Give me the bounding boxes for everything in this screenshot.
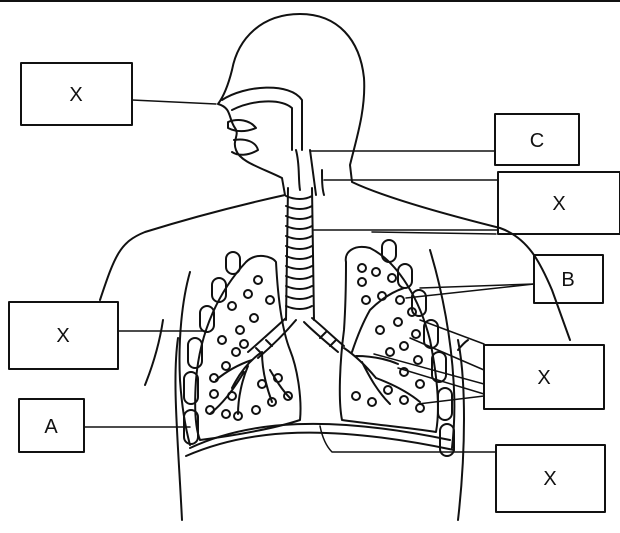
label-nose: X (69, 84, 82, 106)
leader-lines (84, 100, 534, 452)
label-b: B (561, 269, 574, 291)
esophagus (322, 170, 324, 195)
label-a: A (44, 416, 58, 438)
right-bronchioles (344, 264, 424, 412)
body-outline (100, 14, 570, 340)
torso-left (145, 320, 163, 385)
trachea (286, 188, 314, 320)
nasal-cavity-inner (232, 101, 292, 150)
mouth (228, 120, 256, 131)
label-lung: X (56, 325, 69, 347)
ribcage-right-edge (458, 340, 464, 520)
label-diaphragm: X (543, 468, 556, 490)
label-trachea: X (552, 193, 565, 215)
label-bronchioles: X (537, 367, 550, 389)
pharynx (296, 150, 300, 190)
label-c: C (530, 130, 544, 152)
